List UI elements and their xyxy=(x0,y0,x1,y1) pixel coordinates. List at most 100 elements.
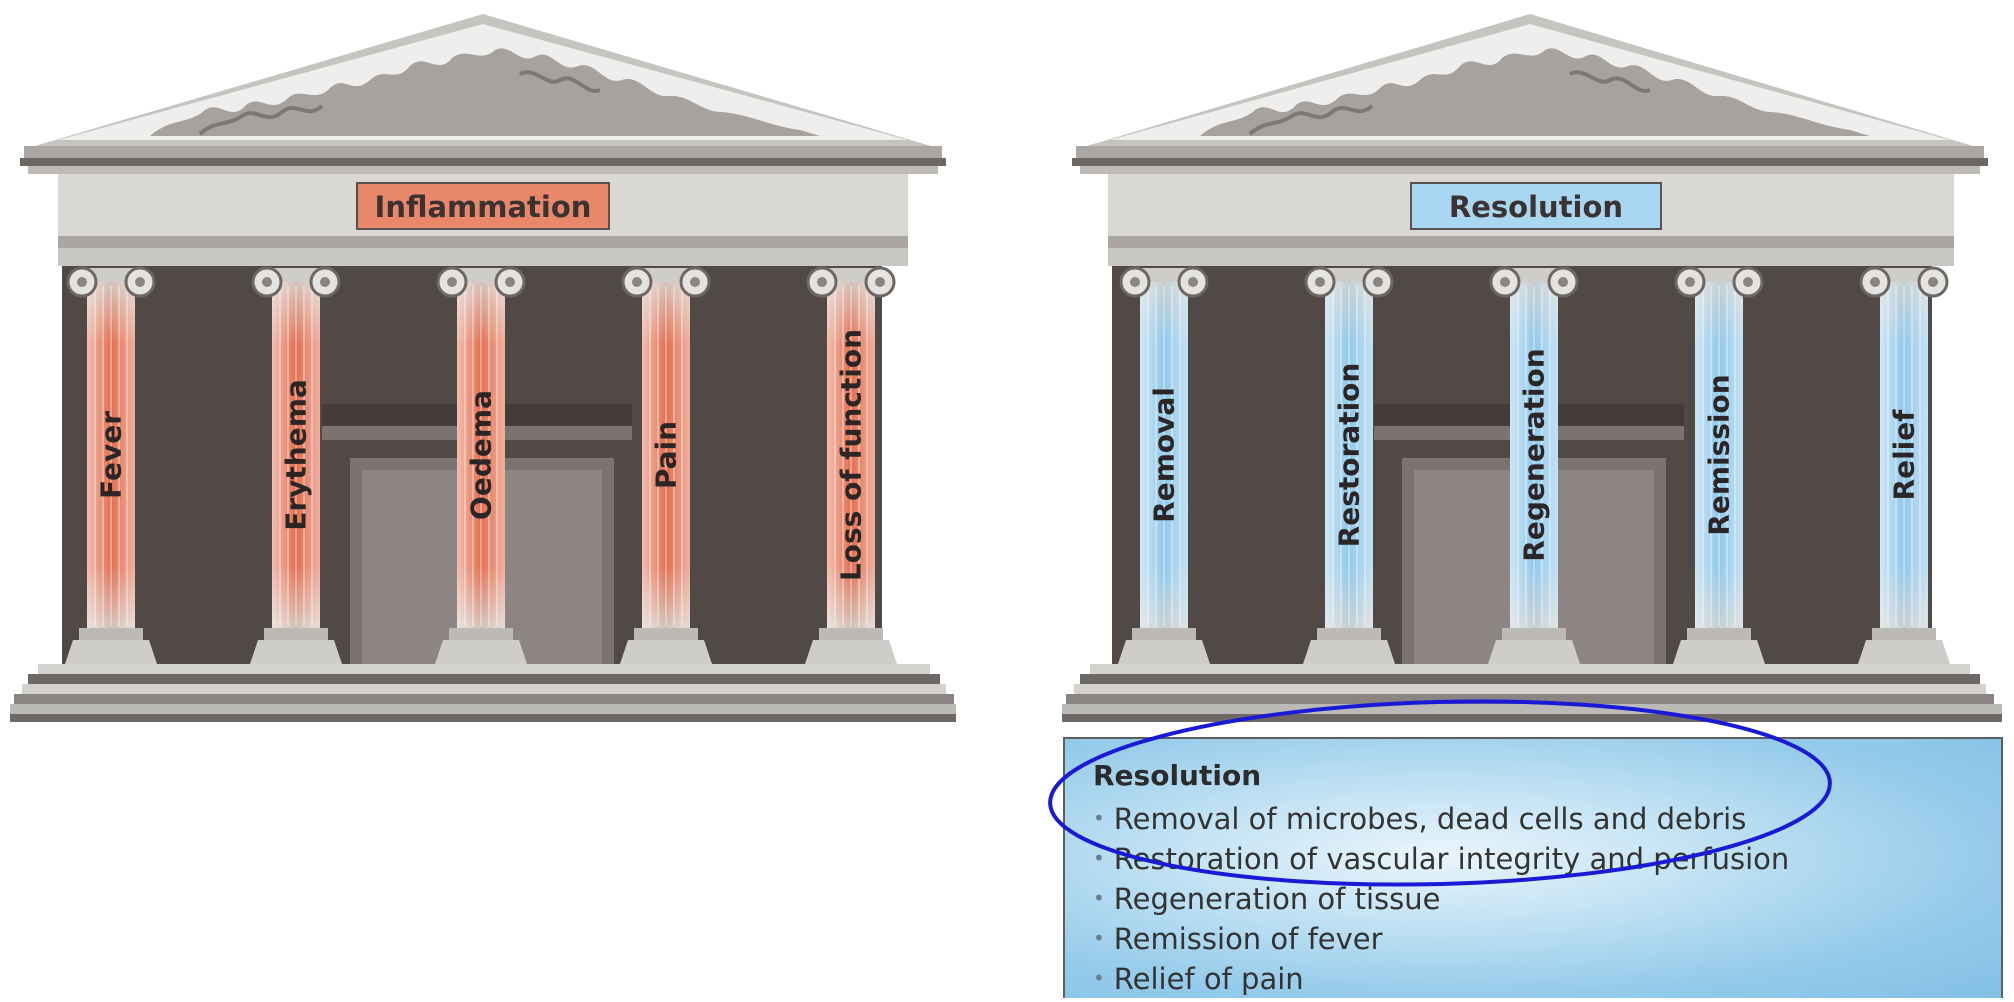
column-shading xyxy=(1880,282,1928,628)
column-base xyxy=(250,640,342,664)
column-label: Oedema xyxy=(465,390,498,520)
bullet-icon: • xyxy=(1093,966,1105,990)
column-base xyxy=(1858,640,1950,664)
volute-center xyxy=(1870,277,1880,287)
column: Regeneration xyxy=(1488,266,1580,664)
volute-center xyxy=(447,277,457,287)
column-base-ring xyxy=(634,628,698,640)
volute-center xyxy=(632,277,642,287)
volute-center xyxy=(875,277,885,287)
pediment xyxy=(20,14,946,174)
column-shading xyxy=(827,282,875,628)
column-label: Removal xyxy=(1148,387,1181,523)
column-base xyxy=(1118,640,1210,664)
column: Pain xyxy=(620,266,712,664)
temple-base xyxy=(1062,664,2002,722)
list-item-text: Regeneration of tissue xyxy=(1113,882,1441,916)
column-shading xyxy=(457,282,505,628)
volute-center xyxy=(1130,277,1140,287)
list-item: • Relief of pain xyxy=(1093,959,2001,999)
list-item-text: Restoration of vascular integrity and pe… xyxy=(1113,842,1790,876)
column: Loss of function xyxy=(805,266,897,664)
column: Oedema xyxy=(435,266,527,664)
column-base xyxy=(805,640,897,664)
temple-sign: Resolution xyxy=(1410,182,1662,230)
column-base xyxy=(1673,640,1765,664)
entablature xyxy=(1108,174,1954,266)
column-base xyxy=(1303,640,1395,664)
columns: Removal Restoration Regeneration Remission R… xyxy=(1118,266,1950,664)
bullet-icon: • xyxy=(1093,926,1105,950)
column-shading xyxy=(87,282,135,628)
columns: Fever Erythema Oedema Pain Loss of function xyxy=(65,266,897,664)
pediment xyxy=(1072,14,1988,174)
list-item: •Restoration of vascular integrity and p… xyxy=(1093,839,2001,879)
column-label: Pain xyxy=(650,421,683,489)
column-base-ring xyxy=(1872,628,1936,640)
bullet-icon: • xyxy=(1093,806,1105,830)
column: Removal xyxy=(1118,266,1210,664)
temple-sign-label: Resolution xyxy=(1449,190,1623,224)
column-base-ring xyxy=(1687,628,1751,640)
column: Restoration xyxy=(1303,266,1395,664)
column-label: Relief xyxy=(1888,409,1921,501)
column-label: Fever xyxy=(95,411,128,499)
list-item-text: Removal of microbes, dead cells and debr… xyxy=(1113,802,1747,836)
volute-center xyxy=(1500,277,1510,287)
column-shading xyxy=(1140,282,1188,628)
column-base-ring xyxy=(79,628,143,640)
frieze-figures xyxy=(150,48,820,136)
volute-center xyxy=(135,277,145,287)
column: Remission xyxy=(1673,266,1765,664)
temple-resolution: Resolution Removal Restoration Regeneratio… xyxy=(1062,14,2002,722)
list-item: • Remission of fever xyxy=(1093,919,2001,959)
column-label: Loss of function xyxy=(835,329,868,581)
column-base xyxy=(435,640,527,664)
column-base-ring xyxy=(819,628,883,640)
column-base-ring xyxy=(1502,628,1566,640)
volute-center xyxy=(1928,277,1938,287)
column: Relief xyxy=(1858,266,1950,664)
volute-center xyxy=(1188,277,1198,287)
list-item-text: Remission of fever xyxy=(1113,922,1383,956)
volute-center xyxy=(690,277,700,287)
volute-center xyxy=(1743,277,1753,287)
column: Erythema xyxy=(250,266,342,664)
temple-base xyxy=(10,664,956,722)
column-shading xyxy=(642,282,690,628)
column-label: Remission xyxy=(1703,374,1736,535)
column-base xyxy=(65,640,157,664)
info-box-title: Resolution xyxy=(1093,759,1262,792)
temple-inflammation: Inflammation Fever Erythema Oedema Pain Loss… xyxy=(10,14,956,722)
temple-sign-label: Inflammation xyxy=(375,190,592,224)
volute-center xyxy=(262,277,272,287)
column-label: Erythema xyxy=(280,379,313,531)
info-box-list: • Removal of microbes, dead cells and deb… xyxy=(1093,799,2001,999)
column-base xyxy=(1488,640,1580,664)
column-base-ring xyxy=(1132,628,1196,640)
list-item: • Regeneration of tissue xyxy=(1093,879,2001,919)
volute-center xyxy=(77,277,87,287)
volute-center xyxy=(817,277,827,287)
list-item-text: Relief of pain xyxy=(1113,962,1304,996)
bullet-icon: • xyxy=(1093,886,1105,910)
column: Fever xyxy=(65,266,157,664)
column-base-ring xyxy=(449,628,513,640)
column-shading xyxy=(272,282,320,628)
volute-center xyxy=(1558,277,1568,287)
column-shading xyxy=(1510,282,1558,628)
volute-center xyxy=(1685,277,1695,287)
column-shading xyxy=(1695,282,1743,628)
temple-sign: Inflammation xyxy=(356,182,610,230)
volute-center xyxy=(1315,277,1325,287)
column-base-ring xyxy=(264,628,328,640)
volute-center xyxy=(1373,277,1383,287)
column-shading xyxy=(1325,282,1373,628)
list-item: • Removal of microbes, dead cells and deb… xyxy=(1093,799,2001,839)
column-base-ring xyxy=(1317,628,1381,640)
resolution-info-box: Resolution • Removal of microbes, dead ce… xyxy=(1063,737,2003,998)
column-label: Regeneration xyxy=(1518,348,1551,561)
volute-center xyxy=(320,277,330,287)
